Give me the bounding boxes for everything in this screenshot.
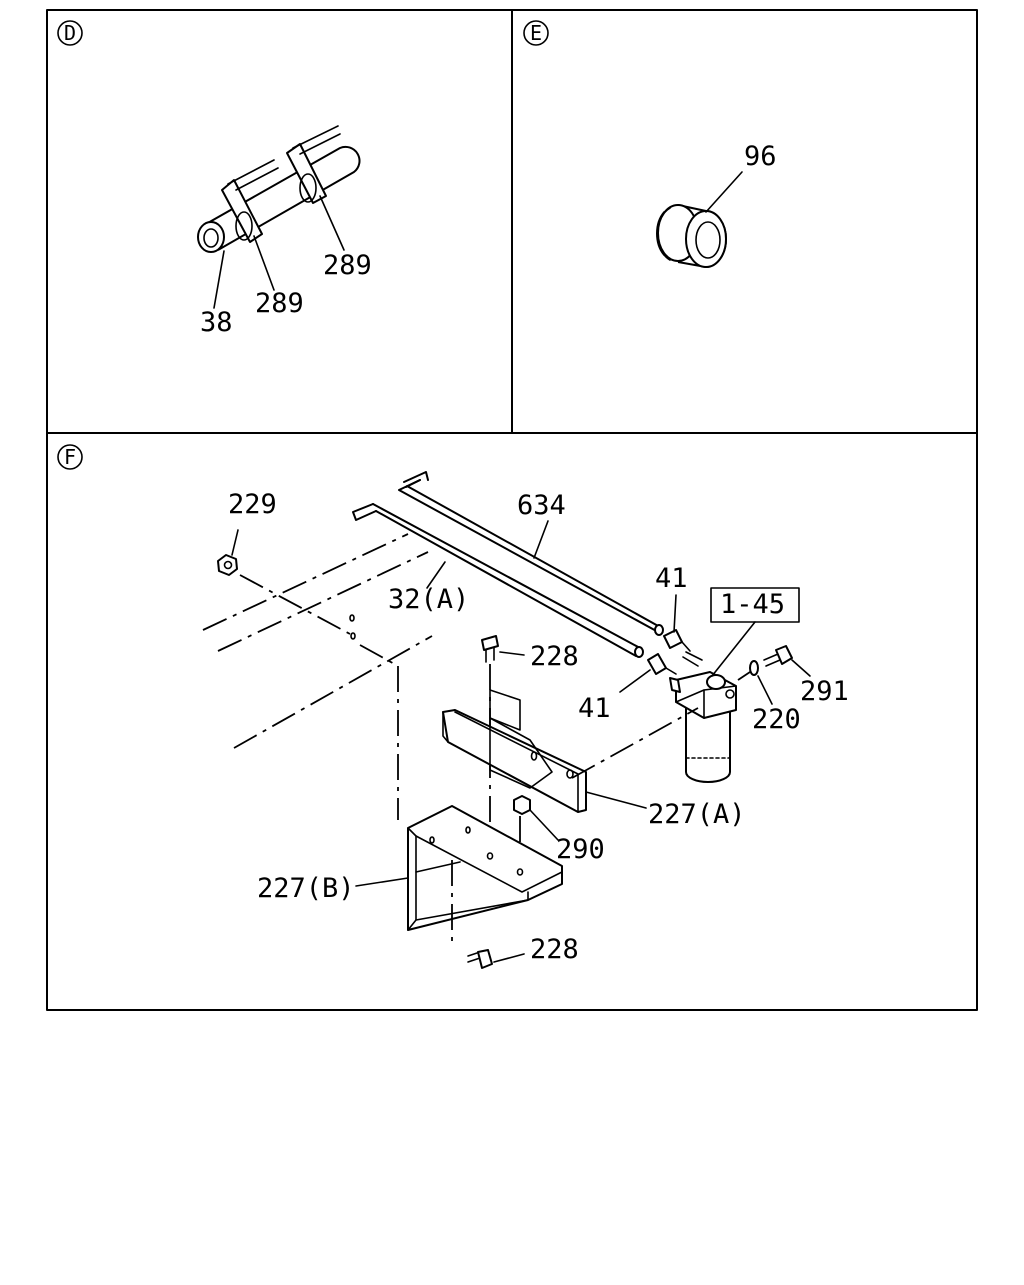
- panel-d-marker: [57, 20, 83, 46]
- fitting-41-upper: [663, 629, 691, 652]
- nut-290-illustration: [513, 795, 531, 815]
- bolt-228-bottom-illustration: [467, 949, 493, 969]
- leader-96: [705, 171, 743, 213]
- panel-f: F 229 634: [57, 444, 849, 969]
- label-229: 229: [228, 489, 277, 520]
- leader-41-bottom: [619, 669, 651, 693]
- label-1-45: 1-45: [720, 589, 785, 620]
- fitting-41-lower: [647, 653, 677, 675]
- leader-634: [533, 520, 549, 559]
- leader-291: [791, 659, 811, 677]
- bracket-227b-illustration: [407, 805, 563, 931]
- leader-227b: [355, 877, 409, 887]
- grommet-illustration: [656, 204, 727, 268]
- washer-220-illustration: [749, 660, 759, 676]
- leader-290: [529, 809, 559, 841]
- label-227a: 227(A): [648, 799, 746, 830]
- hose-assembly-illustration: [197, 125, 361, 253]
- label-634: 634: [517, 490, 566, 521]
- label-41-bottom: 41: [578, 693, 611, 724]
- leader-229: [231, 529, 239, 556]
- label-32a: 32(A): [388, 584, 469, 615]
- leader-289b: [319, 195, 345, 251]
- label-290: 290: [556, 834, 605, 865]
- axis-filter-bracket: [571, 707, 699, 779]
- pipe-32a-illustration: [352, 503, 644, 658]
- leader-227a: [585, 791, 647, 809]
- leader-228-bottom: [493, 953, 525, 963]
- leader-32a: [426, 561, 446, 589]
- frame-rail-lines: [202, 533, 433, 749]
- label-220: 220: [752, 704, 801, 735]
- axis-nut-229: [239, 574, 351, 635]
- panel-d: D 38 289 289: [57, 20, 372, 338]
- panel-e-marker: [523, 20, 549, 46]
- leader-228-top: [499, 651, 525, 656]
- pipe-634-illustration: [398, 471, 664, 636]
- label-291: 291: [800, 676, 849, 707]
- label-228-top: 228: [530, 641, 579, 672]
- panel-e: E 96: [523, 20, 777, 268]
- label-289-lower: 289: [255, 288, 304, 319]
- label-289-upper: 289: [323, 250, 372, 281]
- leader-1-45: [711, 621, 756, 677]
- label-227b: 227(B): [257, 873, 355, 904]
- fuel-filter-illustration: [669, 651, 737, 783]
- leader-289a: [253, 235, 275, 291]
- panel-e-letter: E: [530, 21, 542, 45]
- label-228-bottom: 228: [530, 934, 579, 965]
- label-38: 38: [200, 307, 233, 338]
- label-41-top: 41: [655, 563, 688, 594]
- panel-f-marker: [57, 444, 83, 470]
- panel-f-letter: F: [64, 445, 76, 469]
- nut-229-illustration: [217, 554, 238, 576]
- bolt-228-top-illustration: [481, 635, 499, 663]
- leader-38: [213, 250, 225, 309]
- panel-d-letter: D: [64, 21, 76, 45]
- leader-220: [757, 675, 773, 705]
- label-96: 96: [744, 141, 777, 172]
- leader-41-top: [673, 594, 677, 633]
- bolt-291-illustration: [763, 645, 793, 667]
- bracket-227a-illustration: [442, 689, 587, 813]
